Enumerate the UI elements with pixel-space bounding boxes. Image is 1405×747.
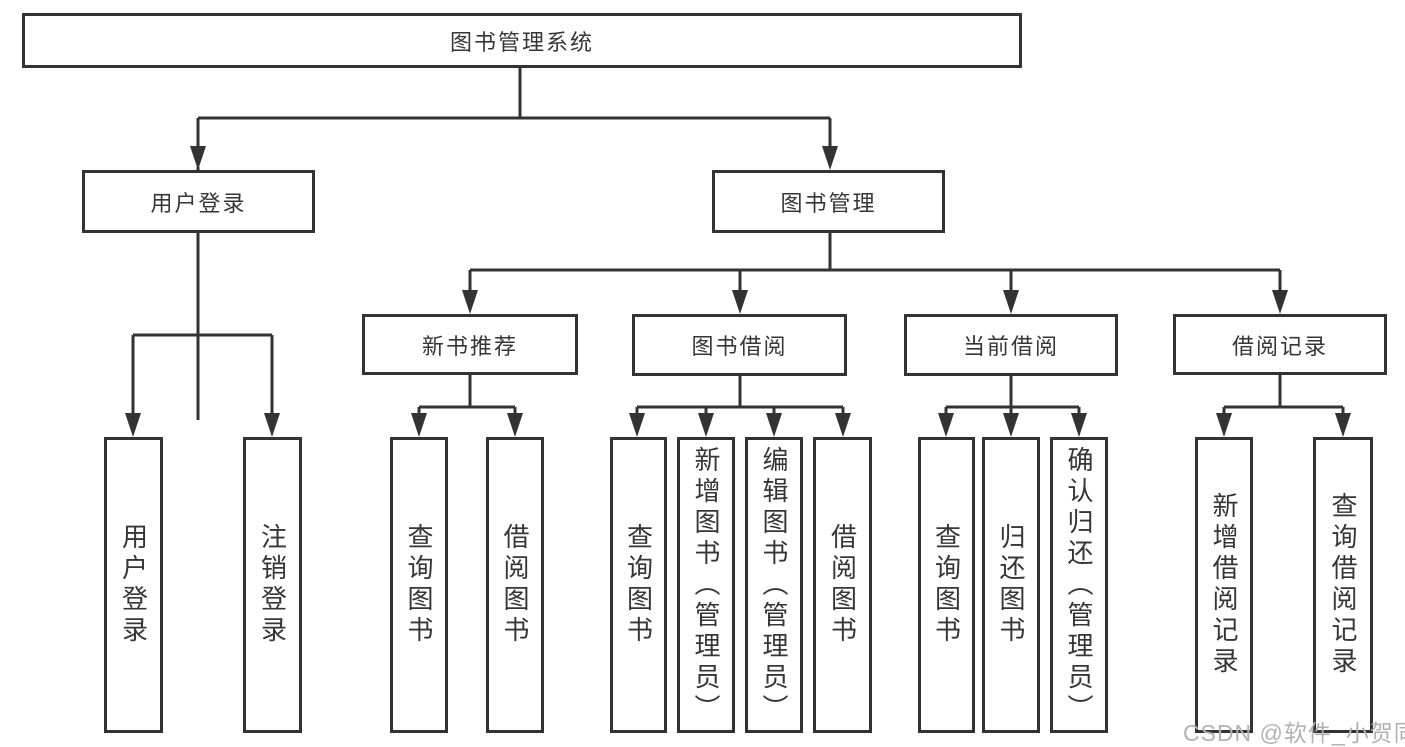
node-logout: 注销登录 xyxy=(243,437,302,733)
node-book-management-label: 图书管理 xyxy=(780,190,877,216)
node-borrow-records-label: 借阅记录 xyxy=(1231,333,1328,359)
node-borrow-books-recommend: 借阅图书 xyxy=(486,437,544,733)
arrowheads xyxy=(125,146,1351,437)
node-query-borrow-record: 查询借阅记录 xyxy=(1313,437,1373,733)
node-user-login-label: 用户登录 xyxy=(150,190,247,216)
node-new-book-recommend-label: 新书推荐 xyxy=(421,333,518,359)
csdn-watermark: CSDN @软件_小贺同学 xyxy=(1183,720,1405,746)
node-borrow-records: 借阅记录 xyxy=(1173,314,1387,375)
node-borrow-books-borrowing: 借阅图书 xyxy=(813,437,872,733)
node-book-borrowing-label: 图书借阅 xyxy=(691,334,788,359)
node-confirm-return-admin: 确认归还（管理员） xyxy=(1050,437,1108,733)
node-root-label: 图书管理系统 xyxy=(449,29,594,55)
node-query-books-recommend: 查询图书 xyxy=(390,437,448,733)
node-current-borrowing-label: 当前借阅 xyxy=(962,334,1059,359)
node-query-books-current: 查询图书 xyxy=(918,437,975,733)
node-user-login-action: 用户登录 xyxy=(104,437,163,733)
node-query-books-borrowing: 查询图书 xyxy=(610,437,667,733)
node-add-books-admin: 新增图书（管理员） xyxy=(677,437,735,733)
node-current-borrowing: 当前借阅 xyxy=(904,314,1118,376)
node-edit-books-admin: 编辑图书（管理员） xyxy=(745,437,803,733)
node-return-books: 归还图书 xyxy=(982,437,1040,733)
node-add-borrow-record: 新增借阅记录 xyxy=(1195,437,1253,733)
node-root: 图书管理系统 xyxy=(22,13,1022,68)
node-user-login: 用户登录 xyxy=(82,170,315,233)
node-book-management: 图书管理 xyxy=(712,170,945,233)
node-book-borrowing: 图书借阅 xyxy=(632,314,847,376)
node-new-book-recommend: 新书推荐 xyxy=(362,314,578,375)
